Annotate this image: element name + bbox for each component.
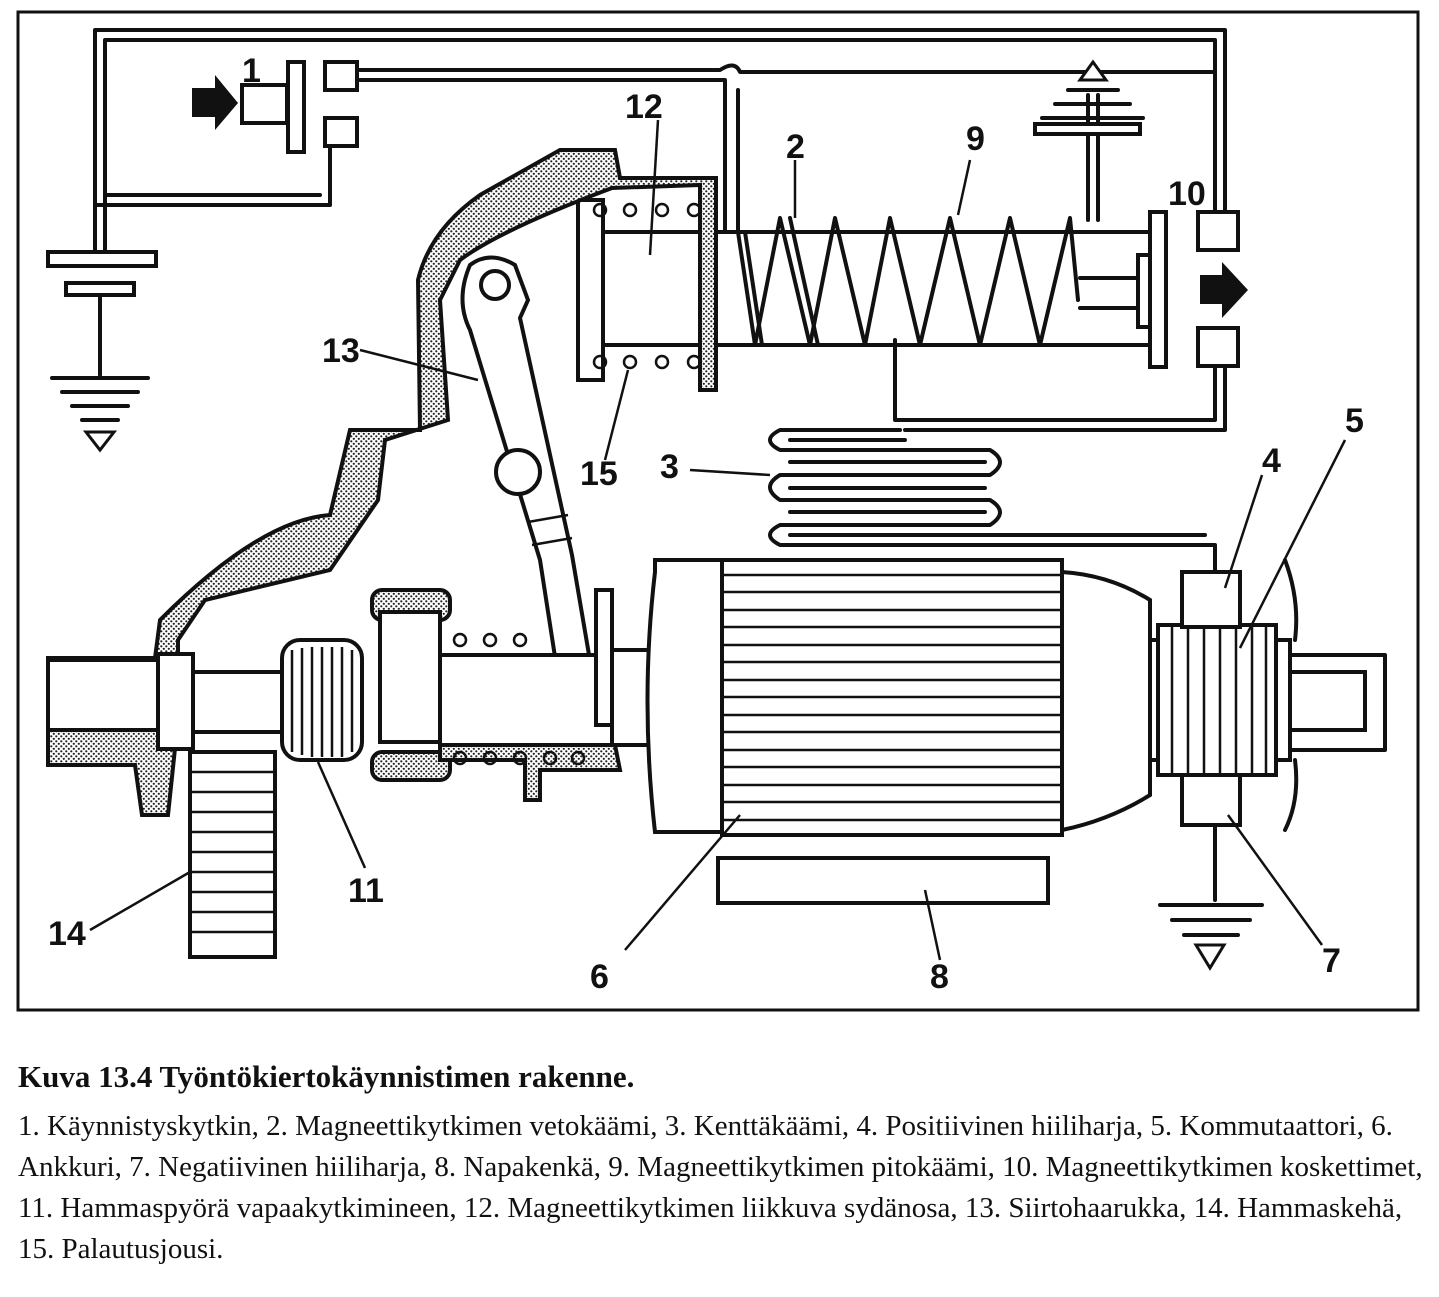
label-13: 13 (322, 332, 360, 370)
field-coil (768, 428, 1217, 582)
starter-switch (192, 60, 359, 154)
label-6: 6 (590, 958, 609, 996)
label-9: 9 (966, 120, 985, 158)
arrow-right-icon (192, 75, 238, 130)
label-5: 5 (1345, 402, 1364, 440)
shift-fork (460, 255, 598, 707)
label-15: 15 (580, 455, 618, 493)
label-2: 2 (786, 128, 805, 166)
label-3: 3 (660, 448, 679, 486)
starter-motor-diagram: 1 2 3 4 5 6 7 8 9 10 11 12 13 14 15 (16, 10, 1420, 1012)
solenoid-contacts (1196, 210, 1248, 368)
label-4: 4 (1262, 442, 1281, 480)
label-14: 14 (48, 915, 86, 953)
diagram-frame (16, 10, 1420, 1012)
caption-body: 1. Käynnistyskytkin, 2. Magneettikytkime… (18, 1110, 1423, 1265)
label-12: 12 (625, 88, 663, 126)
starter-housing (46, 148, 718, 817)
ring-gear (188, 750, 277, 959)
battery-ground-symbol (46, 250, 158, 453)
positive-brush (1180, 570, 1242, 629)
commutator (1148, 558, 1387, 971)
label-8: 8 (930, 958, 949, 996)
label-10: 10 (1168, 175, 1206, 213)
armature (645, 558, 1152, 905)
arrow-right-icon (1200, 262, 1248, 318)
ground-symbol-top (1033, 59, 1145, 136)
pole-shoe (716, 856, 1050, 905)
drive-shaft (46, 588, 659, 802)
solenoid-coil (736, 216, 1080, 347)
figure-caption: Kuva 13.4 Työntökiertokäynnistimen raken… (18, 1058, 1428, 1270)
caption-title: Kuva 13.4 Työntökiertokäynnistimen raken… (18, 1059, 635, 1094)
part-labels: 1 2 3 4 5 6 7 8 9 10 11 12 13 14 15 (48, 52, 1364, 996)
label-1: 1 (242, 52, 261, 90)
label-7: 7 (1322, 942, 1341, 980)
solenoid-plunger (576, 198, 1168, 382)
label-11: 11 (348, 872, 384, 910)
wiring (93, 28, 1227, 432)
leader-lines (89, 119, 1347, 961)
